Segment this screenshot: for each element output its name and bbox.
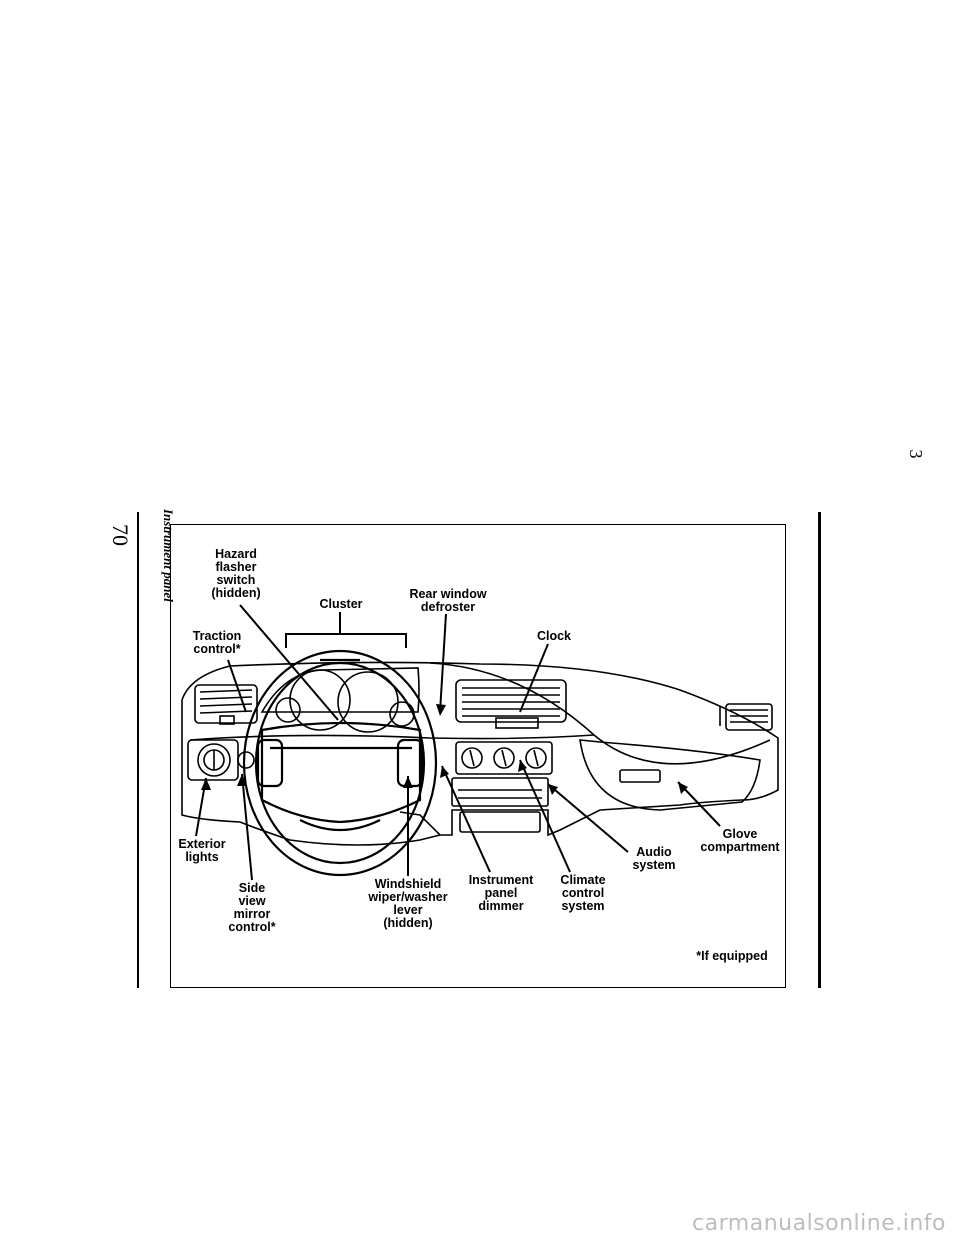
cluster-gauges	[260, 667, 420, 733]
label-exterior-lights: Exterior lights	[178, 837, 226, 864]
traction-leader	[227, 659, 247, 713]
climate-leader	[519, 759, 571, 873]
radio-unit	[451, 777, 549, 833]
left-rule	[137, 512, 139, 988]
defroster-leader	[439, 613, 447, 713]
label-clock: Clock	[536, 629, 572, 643]
hazard-leader	[239, 604, 339, 721]
headlamp-switch	[187, 739, 255, 781]
figure-frame	[170, 524, 786, 988]
footnote-if-equipped: *If equipped	[696, 949, 768, 963]
center-vent	[455, 679, 567, 723]
label-cluster: Cluster	[319, 597, 363, 611]
clock-display	[495, 717, 539, 729]
climate-panel	[455, 741, 553, 775]
watermark: carmanualsonline.info	[692, 1211, 946, 1236]
right-vent	[719, 703, 773, 731]
label-glove-compartment: Glove compartment	[700, 827, 780, 854]
cluster-bracket	[285, 633, 407, 648]
label-traction-control: Traction control*	[192, 629, 242, 656]
left-vent	[194, 684, 258, 725]
callout-arrowheads	[201, 704, 688, 795]
label-audio-system: Audio system	[632, 845, 676, 872]
mirror-leader	[241, 773, 253, 881]
label-hazard-flasher: Hazard flasher switch (hidden)	[211, 547, 261, 600]
label-wiper-washer: Windshield wiper/washer lever (hidden)	[368, 877, 448, 930]
label-side-view-mirror: Side view mirror control*	[228, 881, 276, 934]
label-climate-control: Climate control system	[560, 873, 606, 913]
audio-leader	[547, 783, 629, 853]
dimmer-leader	[441, 765, 491, 873]
clock-leader	[519, 643, 549, 713]
glove-box	[579, 739, 761, 811]
steering-wheel	[242, 649, 438, 877]
label-rear-window-defroster: Rear window defroster	[409, 587, 487, 614]
label-instrument-dimmer: Instrument panel dimmer	[468, 873, 534, 913]
right-rule	[818, 512, 821, 988]
